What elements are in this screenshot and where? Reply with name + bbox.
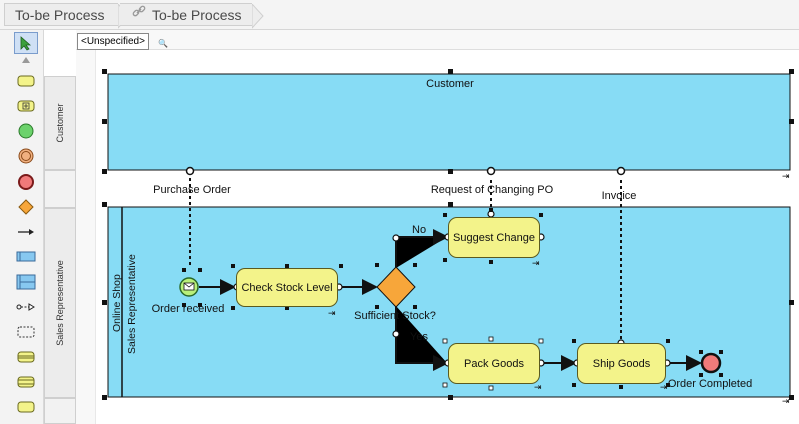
annotation-icon[interactable] bbox=[14, 396, 38, 418]
end-event[interactable] bbox=[700, 352, 722, 374]
gateway-icon[interactable] bbox=[14, 196, 38, 218]
end-event-label: Order Completed bbox=[667, 378, 753, 390]
task-icon[interactable] bbox=[14, 70, 38, 92]
breadcrumb-label: To-be Process bbox=[15, 6, 105, 23]
svg-text:⇥: ⇥ bbox=[782, 397, 790, 407]
model-selector[interactable]: <Unspecified> bbox=[77, 33, 149, 50]
pool-label-online-shop: Online Shop bbox=[111, 274, 123, 332]
task-pack-goods[interactable]: Pack Goods bbox=[448, 343, 540, 384]
lane-header-customer[interactable]: Customer bbox=[44, 76, 76, 170]
svg-text:⇥: ⇥ bbox=[328, 309, 336, 319]
task-ship-goods[interactable]: Ship Goods bbox=[577, 343, 666, 384]
svg-text:⇥: ⇥ bbox=[782, 172, 790, 182]
task-check-stock-level[interactable]: Check Stock Level bbox=[236, 268, 338, 307]
start-event-icon[interactable] bbox=[14, 120, 38, 142]
subprocess-icon[interactable] bbox=[14, 95, 38, 117]
chevron-right-icon bbox=[252, 4, 264, 29]
ruler-vertical bbox=[76, 50, 96, 424]
data-store-icon[interactable] bbox=[14, 346, 38, 368]
intermediate-event-icon[interactable] bbox=[14, 145, 38, 167]
pool-label-customer: Customer bbox=[426, 78, 474, 90]
lane-header-spacer bbox=[44, 170, 76, 208]
pool-customer[interactable] bbox=[107, 73, 791, 171]
message-label-purchase-order: Purchase Order bbox=[153, 184, 231, 196]
task-label: Check Stock Level bbox=[241, 281, 333, 294]
end-event-icon[interactable] bbox=[14, 171, 38, 193]
task-label: Ship Goods bbox=[592, 357, 651, 370]
lane-label-sales-rep: Sales Representative bbox=[126, 254, 138, 354]
group-icon[interactable] bbox=[14, 321, 38, 343]
gateway-label: Sufficient Stock? bbox=[354, 310, 436, 322]
svg-text:⇥: ⇥ bbox=[660, 383, 668, 393]
flow-label-no: No bbox=[412, 224, 427, 236]
lane-header-sales-rep[interactable]: Sales Representative bbox=[44, 208, 76, 398]
pool-icon[interactable] bbox=[14, 246, 38, 268]
start-event-label: Order received bbox=[151, 303, 225, 315]
flow-label-yes: Yes bbox=[410, 331, 428, 343]
breadcrumb: To-be Process To-be Process bbox=[0, 0, 799, 30]
task-label: Suggest Change bbox=[453, 231, 535, 244]
message-flow-icon[interactable] bbox=[14, 296, 38, 318]
message-label-change-po: Request of Changing PO bbox=[430, 184, 554, 196]
collapse-up-icon[interactable] bbox=[14, 54, 38, 66]
breadcrumb-item-1[interactable]: To-be Process bbox=[4, 3, 130, 29]
gateway-sufficient-stock[interactable] bbox=[376, 266, 416, 308]
svg-text:⇥: ⇥ bbox=[532, 259, 540, 269]
data-store-alt-icon[interactable] bbox=[14, 371, 38, 393]
selection-handles bbox=[102, 69, 794, 400]
select-icon[interactable] bbox=[14, 32, 38, 54]
svg-text:⇥: ⇥ bbox=[534, 383, 542, 393]
lane-icon[interactable] bbox=[14, 271, 38, 293]
task-label: Pack Goods bbox=[464, 357, 524, 370]
breadcrumb-item-2[interactable]: To-be Process bbox=[120, 3, 264, 29]
search-icon[interactable]: 🔍 bbox=[158, 39, 168, 48]
diagram-palette bbox=[0, 30, 44, 424]
sequence-flow-icon[interactable] bbox=[14, 221, 38, 243]
link-icon bbox=[132, 5, 146, 17]
task-suggest-change[interactable]: Suggest Change bbox=[448, 217, 540, 258]
ruler-horizontal bbox=[76, 30, 799, 50]
message-label-invoice: Invoice bbox=[601, 190, 637, 202]
breadcrumb-label: To-be Process bbox=[152, 6, 242, 23]
